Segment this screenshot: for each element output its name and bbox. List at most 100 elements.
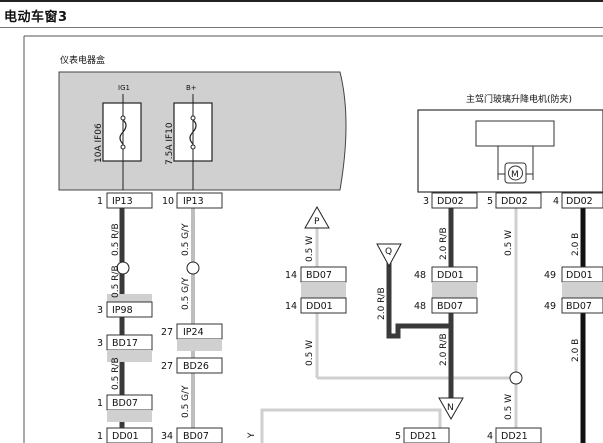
connector-ip24: 27 IP24 bbox=[161, 323, 223, 351]
connector-dd21-a: 5 DD21 bbox=[395, 427, 450, 443]
svg-text:10: 10 bbox=[162, 196, 174, 207]
svg-text:48: 48 bbox=[414, 301, 426, 312]
wire-label-w-1: 0.5 W bbox=[305, 236, 315, 262]
connector-bd26: 27 BD26 bbox=[161, 357, 223, 374]
svg-text:49: 49 bbox=[544, 270, 556, 281]
module-box-label: 仪表电器盒 bbox=[60, 54, 105, 66]
svg-text:5: 5 bbox=[395, 431, 401, 442]
wire-label-rb-thick-2: 2.0 R/B bbox=[377, 287, 387, 320]
connector-ip13-b: 10 IP13 bbox=[162, 192, 223, 209]
wire-label-rb-thick-1: 2.0 R/B bbox=[439, 227, 449, 260]
title-top-rule bbox=[0, 0, 603, 2]
ref-n-label: N bbox=[447, 403, 454, 413]
fuse-2-side-label: 7.5A IF10 bbox=[165, 122, 175, 165]
connector-dd02-a: 3 DD02 bbox=[423, 192, 478, 209]
svg-text:DD21: DD21 bbox=[501, 431, 528, 442]
svg-text:BD07: BD07 bbox=[112, 398, 138, 409]
svg-text:49: 49 bbox=[544, 301, 556, 312]
svg-text:27: 27 bbox=[161, 327, 173, 338]
fuse-1-side-label: 10A IF06 bbox=[94, 123, 104, 163]
fuse-2-node-top bbox=[190, 115, 196, 121]
connector-bd07-e: 49 BD07 bbox=[544, 297, 603, 314]
svg-text:IP13: IP13 bbox=[112, 196, 133, 207]
splice-gy bbox=[186, 261, 200, 275]
svg-text:BD07: BD07 bbox=[183, 431, 209, 442]
svg-text:DD01: DD01 bbox=[112, 431, 139, 442]
title-bottom-rule bbox=[0, 27, 603, 28]
wire-label-rb-thick-3: 2.0 R/B bbox=[439, 333, 449, 366]
ref-p-label: P bbox=[314, 217, 320, 227]
fuse-2-node-bottom bbox=[190, 144, 196, 150]
svg-text:4: 4 bbox=[553, 196, 559, 207]
svg-text:BD17: BD17 bbox=[112, 338, 138, 349]
svg-text:3: 3 bbox=[423, 196, 429, 207]
connector-bd07-a: 1 BD07 bbox=[97, 394, 153, 422]
wire-label-rb-3: 0.5 R/B bbox=[111, 357, 121, 390]
motor-box-inner bbox=[475, 120, 555, 147]
connector-ip98: 3 IP98 bbox=[97, 294, 153, 318]
fuse-1-box bbox=[102, 102, 142, 162]
connector-dd02-c: 4 DD02 bbox=[553, 192, 603, 209]
svg-text:BD07: BD07 bbox=[306, 270, 332, 281]
motor-symbol: M bbox=[511, 170, 519, 180]
svg-text:DD21: DD21 bbox=[410, 431, 437, 442]
ref-q-label: Q bbox=[385, 247, 392, 257]
svg-text:14: 14 bbox=[285, 301, 297, 312]
svg-text:DD01: DD01 bbox=[566, 270, 593, 281]
svg-text:1: 1 bbox=[97, 431, 103, 442]
connector-bd17: 3 BD17 bbox=[97, 334, 153, 362]
fuse-2-top-label: B+ bbox=[186, 84, 197, 92]
connector-bd07-d: 48 BD07 bbox=[414, 297, 478, 314]
ref-q-triangle bbox=[376, 243, 402, 268]
svg-text:DD02: DD02 bbox=[566, 196, 593, 207]
wire-label-gy-1: 0.5 G/Y bbox=[181, 223, 191, 256]
splice-rb bbox=[116, 261, 130, 275]
svg-text:IP13: IP13 bbox=[183, 196, 204, 207]
wire-label-b-2: 2.0 B bbox=[571, 339, 581, 362]
connector-bd07-c: 14 BD07 bbox=[285, 266, 347, 298]
svg-text:DD02: DD02 bbox=[501, 196, 528, 207]
connector-dd01-b: 14 DD01 bbox=[285, 297, 347, 314]
svg-text:4: 4 bbox=[487, 431, 493, 442]
svg-text:3: 3 bbox=[97, 338, 103, 349]
svg-text:48: 48 bbox=[414, 270, 426, 281]
motor-symbol-circle bbox=[508, 165, 523, 181]
wire-label-y: Y bbox=[247, 432, 257, 439]
fuse-1-element bbox=[119, 119, 127, 145]
wire-q bbox=[386, 258, 451, 339]
wire-label-gy-2: 0.5 G/Y bbox=[181, 277, 191, 310]
page-title: 电动车窗3 bbox=[4, 10, 68, 25]
svg-text:1: 1 bbox=[97, 398, 103, 409]
svg-text:DD02: DD02 bbox=[437, 196, 464, 207]
connector-dd02-b: 5 DD02 bbox=[487, 192, 542, 209]
svg-text:DD01: DD01 bbox=[437, 270, 464, 281]
svg-text:27: 27 bbox=[161, 361, 173, 372]
wire-label-w-2: 0.5 W bbox=[305, 340, 315, 366]
splice-w bbox=[509, 371, 523, 385]
ref-p-triangle bbox=[304, 205, 330, 229]
ref-n-triangle bbox=[438, 397, 464, 421]
svg-text:3: 3 bbox=[97, 305, 103, 316]
wire-gray-loop bbox=[260, 408, 442, 443]
connector-dd01-a: 1 DD01 bbox=[97, 427, 153, 443]
wire-label-b-1: 2.0 B bbox=[571, 233, 581, 256]
svg-text:IP98: IP98 bbox=[112, 305, 133, 316]
wire-label-rb-2: 0.5 R/B bbox=[111, 265, 121, 298]
connector-dd01-d: 49 DD01 bbox=[544, 266, 603, 298]
motor-box-label: 主驾门玻璃升降电机(防夹) bbox=[466, 93, 572, 105]
svg-text:5: 5 bbox=[487, 196, 493, 207]
wire-label-w-3: 0.5 W bbox=[504, 230, 514, 256]
svg-text:BD07: BD07 bbox=[566, 301, 592, 312]
svg-text:BD07: BD07 bbox=[437, 301, 463, 312]
connector-dd01-c: 48 DD01 bbox=[414, 266, 478, 298]
wire-label-w-4: 0.5 W bbox=[504, 394, 514, 420]
svg-text:14: 14 bbox=[285, 270, 297, 281]
svg-text:DD01: DD01 bbox=[306, 301, 333, 312]
svg-text:1: 1 bbox=[97, 196, 103, 207]
svg-text:34: 34 bbox=[161, 431, 173, 442]
connector-ip13-a: 1 IP13 bbox=[97, 192, 153, 209]
fuse-1-node-bottom bbox=[120, 144, 126, 150]
svg-text:IP24: IP24 bbox=[183, 327, 204, 338]
wire-label-gy-3: 0.5 G/Y bbox=[181, 385, 191, 418]
